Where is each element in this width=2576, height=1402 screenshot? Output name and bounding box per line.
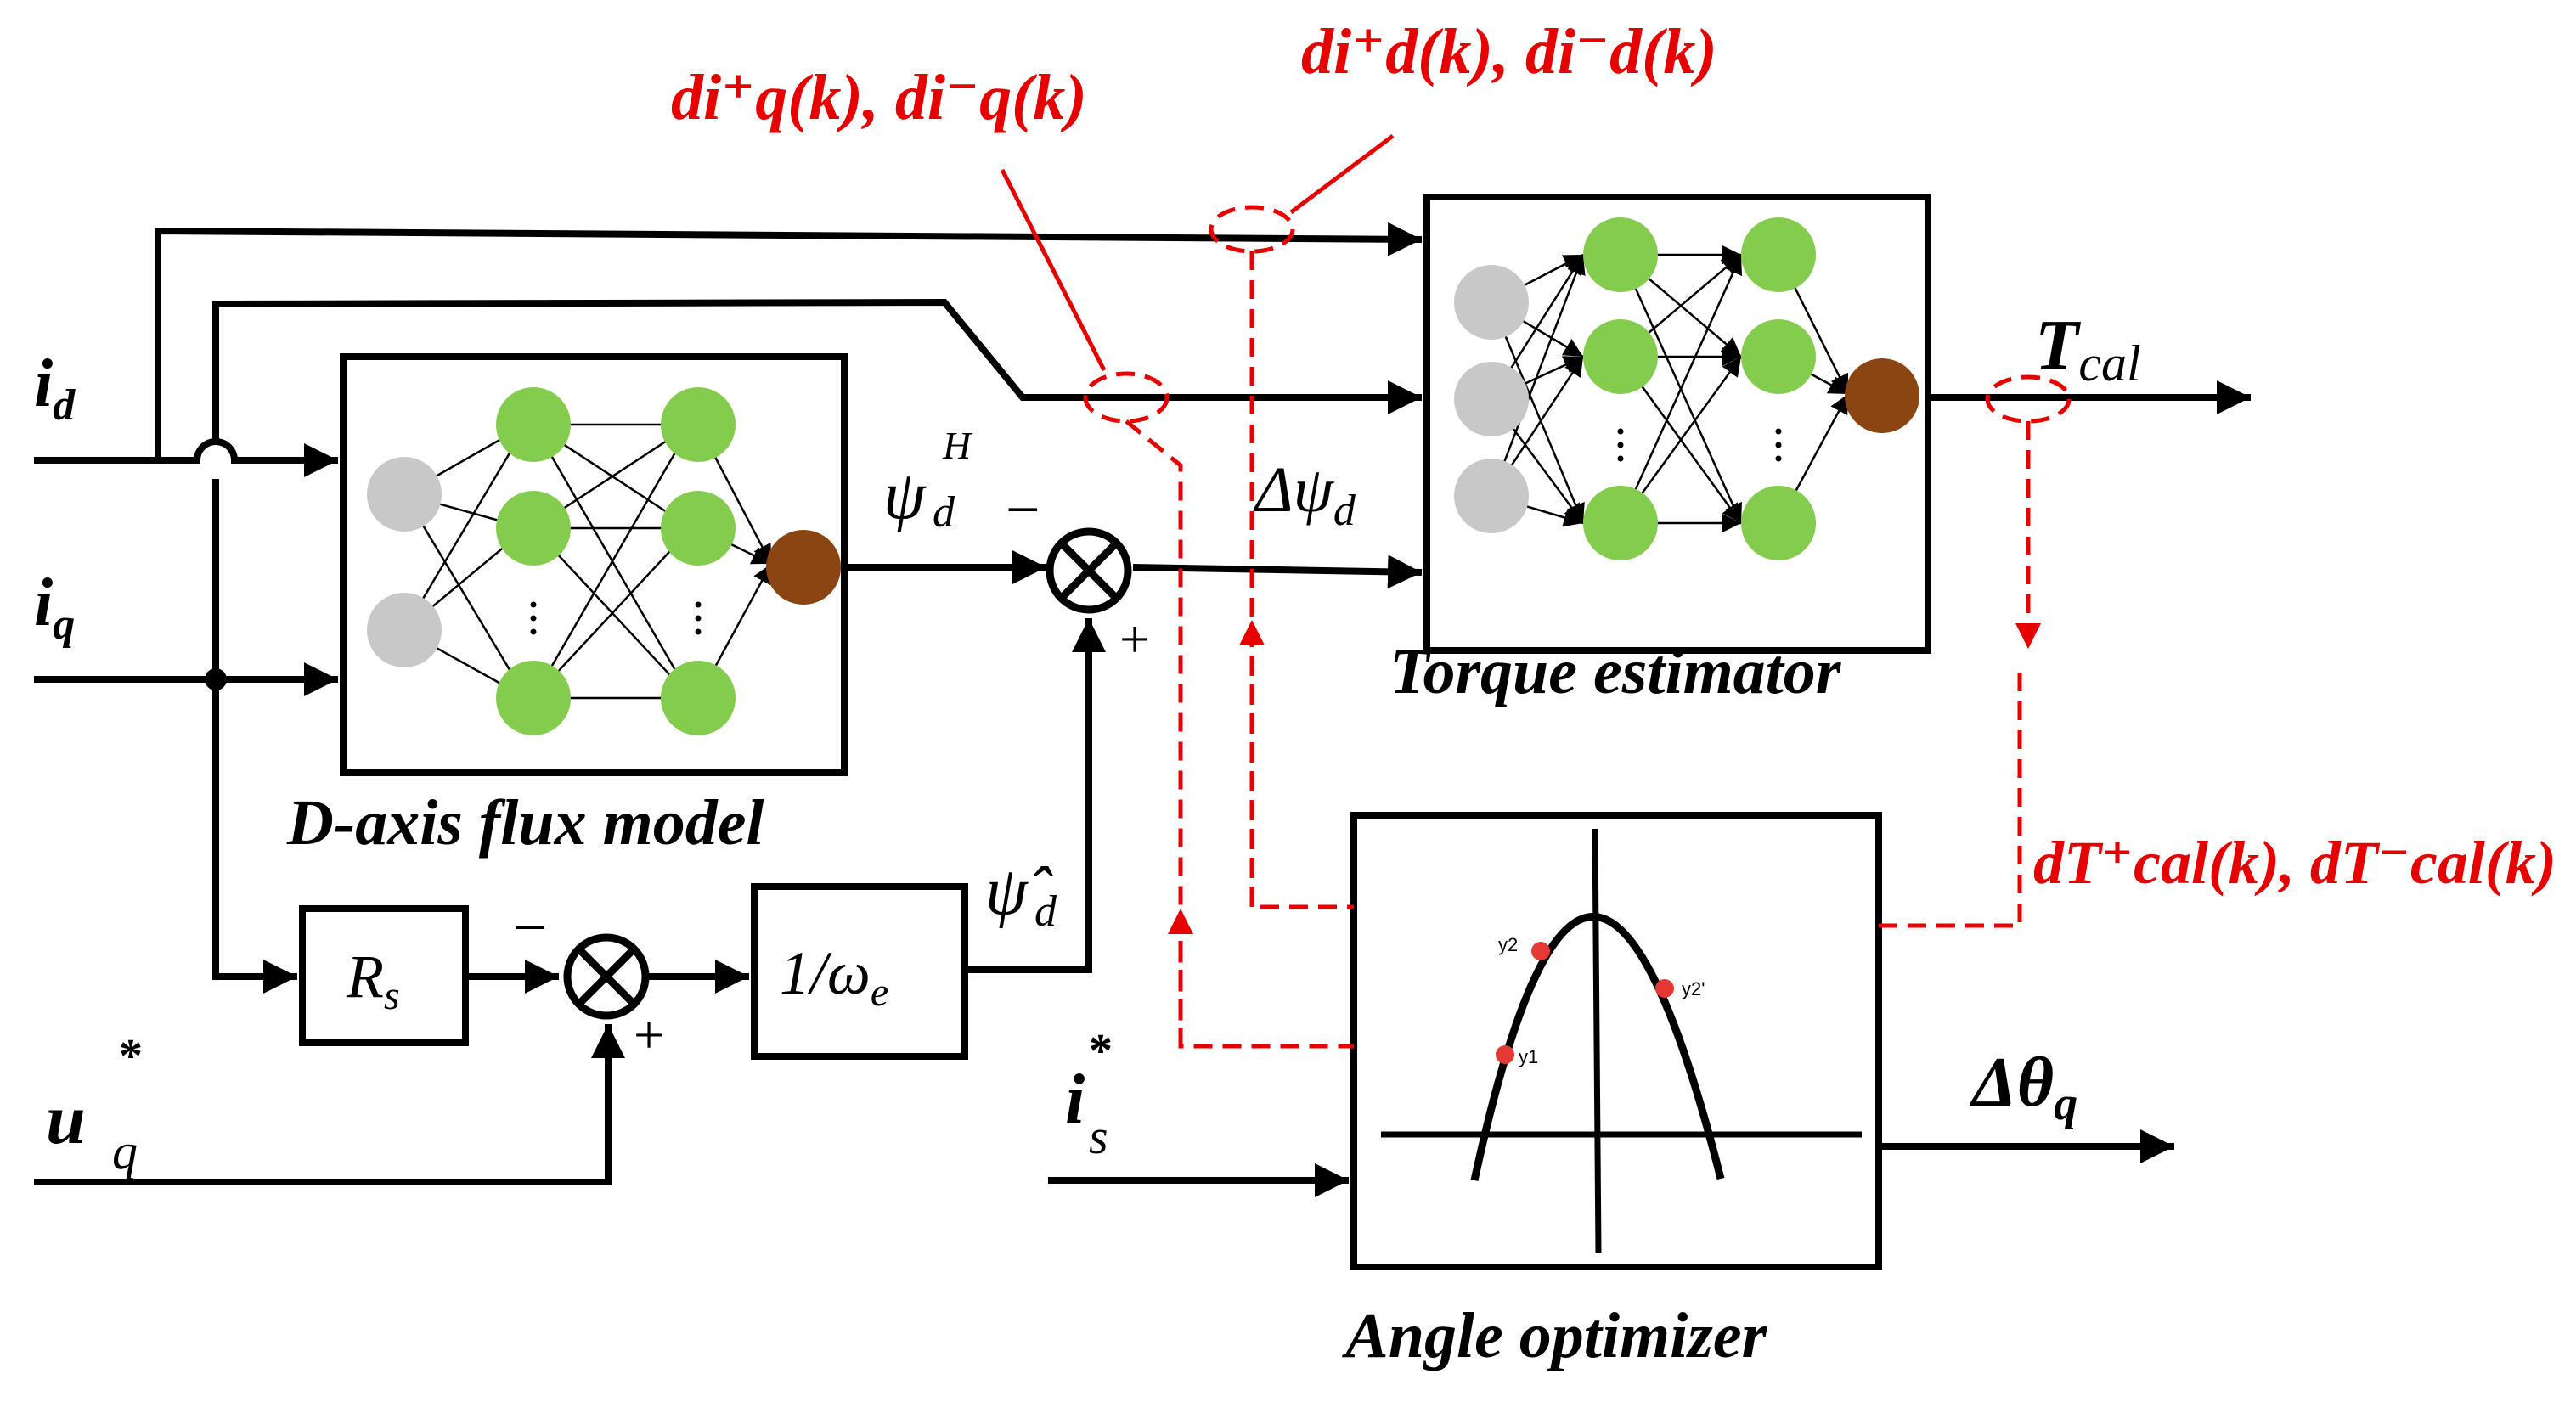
svg-text:id: id bbox=[34, 346, 76, 430]
sum2-minus-sign: − bbox=[513, 893, 548, 961]
svg-text:q: q bbox=[112, 1123, 138, 1180]
feedback-label-did: di⁺d(k), di⁻d(k) bbox=[1301, 16, 1717, 87]
point-y1 bbox=[1496, 1045, 1514, 1064]
input-label-is: i * s bbox=[1065, 1025, 1113, 1164]
neuron-hidden bbox=[1741, 486, 1816, 560]
neuron-input bbox=[1454, 459, 1529, 533]
neuron-input bbox=[367, 593, 442, 667]
svg-text:Rs: Rs bbox=[346, 943, 400, 1018]
feedback-label-dt: dT⁺cal(k), dT⁻cal(k) bbox=[2033, 829, 2556, 897]
rs-block bbox=[299, 905, 469, 1046]
neuron-hidden bbox=[496, 661, 571, 735]
rs-label: Rs bbox=[346, 943, 400, 1018]
point-y2 bbox=[1531, 942, 1550, 960]
neuron-hidden bbox=[496, 491, 571, 566]
neuron-input bbox=[1454, 362, 1529, 436]
svg-text:d: d bbox=[1034, 887, 1057, 936]
sum-junction-2 bbox=[563, 933, 650, 1020]
signal-label-delta-psi: Δψd bbox=[1253, 454, 1356, 535]
svg-text:u: u bbox=[46, 1080, 86, 1159]
sum2-plus-sign: + bbox=[634, 1005, 664, 1065]
svg-text:Δψd: Δψd bbox=[1253, 454, 1356, 535]
flux-network-nodes bbox=[367, 387, 841, 735]
svg-text:i: i bbox=[1065, 1060, 1085, 1139]
neuron-input bbox=[1454, 265, 1529, 340]
svg-text:iq: iq bbox=[34, 566, 75, 649]
svg-text:ψ: ψ bbox=[883, 459, 927, 533]
neuron-output bbox=[1845, 358, 1919, 433]
label-y2: y2 bbox=[1498, 934, 1518, 955]
inv-we-label: 1/ωe bbox=[780, 939, 888, 1015]
optimizer-curve-plot: y2 y2' y1 bbox=[1381, 828, 1862, 1254]
signal-label-psi-hat: ψ̂ d bbox=[985, 854, 1057, 936]
angle-optimizer-block bbox=[1350, 812, 1882, 1270]
neuron-hidden bbox=[1583, 486, 1658, 560]
neuron-hidden bbox=[1741, 217, 1816, 292]
svg-text:Δθq: Δθq bbox=[1970, 1043, 2077, 1130]
input-label-uq: u * q bbox=[46, 1030, 143, 1180]
neuron-hidden bbox=[1741, 319, 1816, 394]
neuron-hidden bbox=[661, 387, 736, 462]
svg-text:*: * bbox=[119, 1030, 143, 1083]
sum-junction-1 bbox=[1046, 527, 1132, 614]
leader-lines bbox=[1000, 134, 1395, 372]
neuron-input bbox=[367, 457, 442, 532]
neuron-hidden bbox=[661, 661, 736, 735]
svg-text:*: * bbox=[1089, 1025, 1113, 1078]
feedback-paths bbox=[1083, 205, 2072, 1049]
input-label-iq: iq bbox=[34, 566, 75, 649]
svg-text:Tcal: Tcal bbox=[2035, 306, 2141, 391]
neuron-hidden bbox=[496, 387, 571, 462]
neuron-hidden bbox=[1583, 217, 1658, 292]
neuron-output bbox=[766, 530, 841, 605]
input-label-id: id bbox=[34, 346, 76, 430]
junction-dot bbox=[205, 668, 227, 690]
label-y2-prime: y2' bbox=[1682, 978, 1705, 999]
svg-text:1/ωe: 1/ωe bbox=[780, 939, 888, 1015]
svg-text:s: s bbox=[1089, 1109, 1108, 1164]
sum1-plus-sign: + bbox=[1119, 609, 1150, 669]
svg-text:d: d bbox=[933, 488, 955, 537]
torque-network-nodes bbox=[1454, 217, 1919, 560]
sum1-minus-sign: − bbox=[1006, 476, 1040, 543]
flux-model-caption: D-axis flux model bbox=[286, 787, 764, 859]
label-y1: y1 bbox=[1519, 1046, 1538, 1067]
signal-wires bbox=[34, 222, 2251, 1197]
torque-estimator-caption: Torque estimator bbox=[1389, 636, 1842, 707]
neuron-hidden bbox=[661, 491, 736, 566]
feedback-label-diq: di⁺q(k), di⁻q(k) bbox=[671, 62, 1087, 133]
angle-optimizer-caption: Angle optimizer bbox=[1342, 1300, 1768, 1371]
signal-label-psi-h: ψ H d bbox=[883, 424, 973, 537]
point-y2-prime bbox=[1655, 979, 1674, 998]
signal-label-delta-theta: Δθq bbox=[1970, 1043, 2077, 1130]
svg-text:H: H bbox=[942, 424, 973, 467]
neuron-hidden bbox=[1583, 319, 1658, 394]
signal-label-tcal: Tcal bbox=[2035, 306, 2141, 391]
